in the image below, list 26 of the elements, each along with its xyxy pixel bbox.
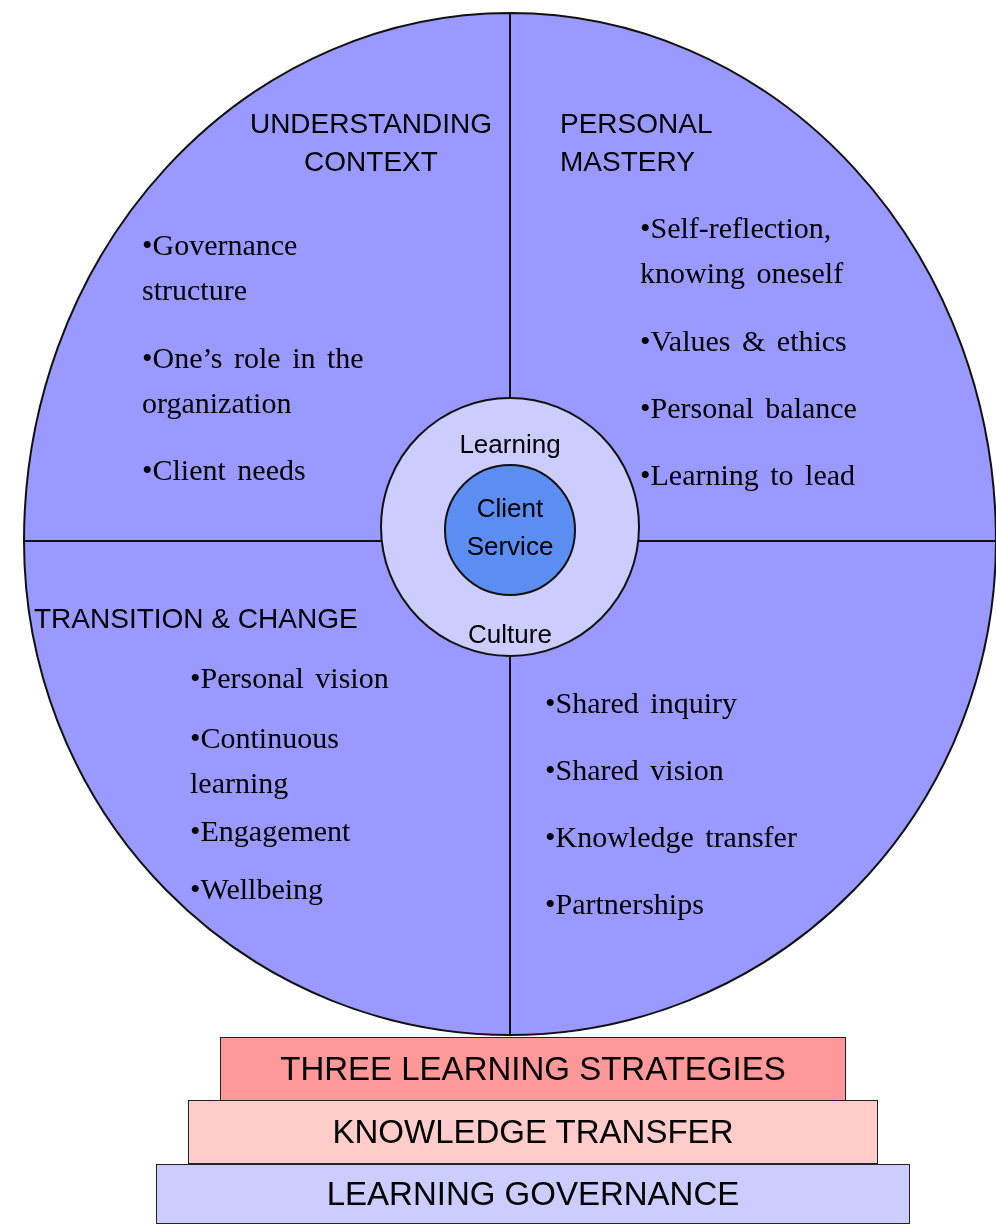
bullet-item: •Partnerships	[545, 886, 705, 922]
bullet-item: •Engagement	[190, 813, 352, 849]
circle-label: Learning	[458, 428, 562, 461]
pyramid-tier: LEARNING GOVERNANCE	[156, 1164, 910, 1224]
bullet-item: •Shared vision	[545, 752, 725, 788]
bullet-item: •Client needs	[142, 452, 307, 488]
bullet-item: •Self-reflection, knowing oneself	[640, 210, 845, 291]
bullet-item: •Shared inquiry	[545, 685, 738, 721]
pyramid-tier: THREE LEARNING STRATEGIES	[220, 1037, 846, 1101]
bullet-item: •One’s role in the organization	[142, 340, 365, 421]
circle-label: Culture	[467, 618, 553, 651]
bullet-item: •Personal vision	[190, 660, 390, 696]
bullet-item: •Knowledge transfer	[545, 819, 798, 855]
section-heading: UNDERSTANDING CONTEXT	[248, 107, 494, 179]
circle-label: Client Service	[465, 492, 555, 563]
ring-circle	[380, 397, 640, 657]
bullet-item: •Personal balance	[640, 390, 858, 426]
bullet-item: •Governance structure	[142, 227, 299, 308]
section-heading: TRANSITION & CHANGE	[34, 602, 359, 636]
pyramid-tier: KNOWLEDGE TRANSFER	[188, 1100, 878, 1164]
section-heading: PERSONAL MASTERY	[560, 107, 713, 179]
center-circle	[444, 464, 576, 596]
bullet-item: •Values & ethics	[640, 323, 848, 359]
bullet-item: •Learning to lead	[640, 457, 857, 493]
bullet-item: •Wellbeing	[190, 871, 325, 907]
bullet-item: •Continuous learning	[190, 720, 340, 801]
